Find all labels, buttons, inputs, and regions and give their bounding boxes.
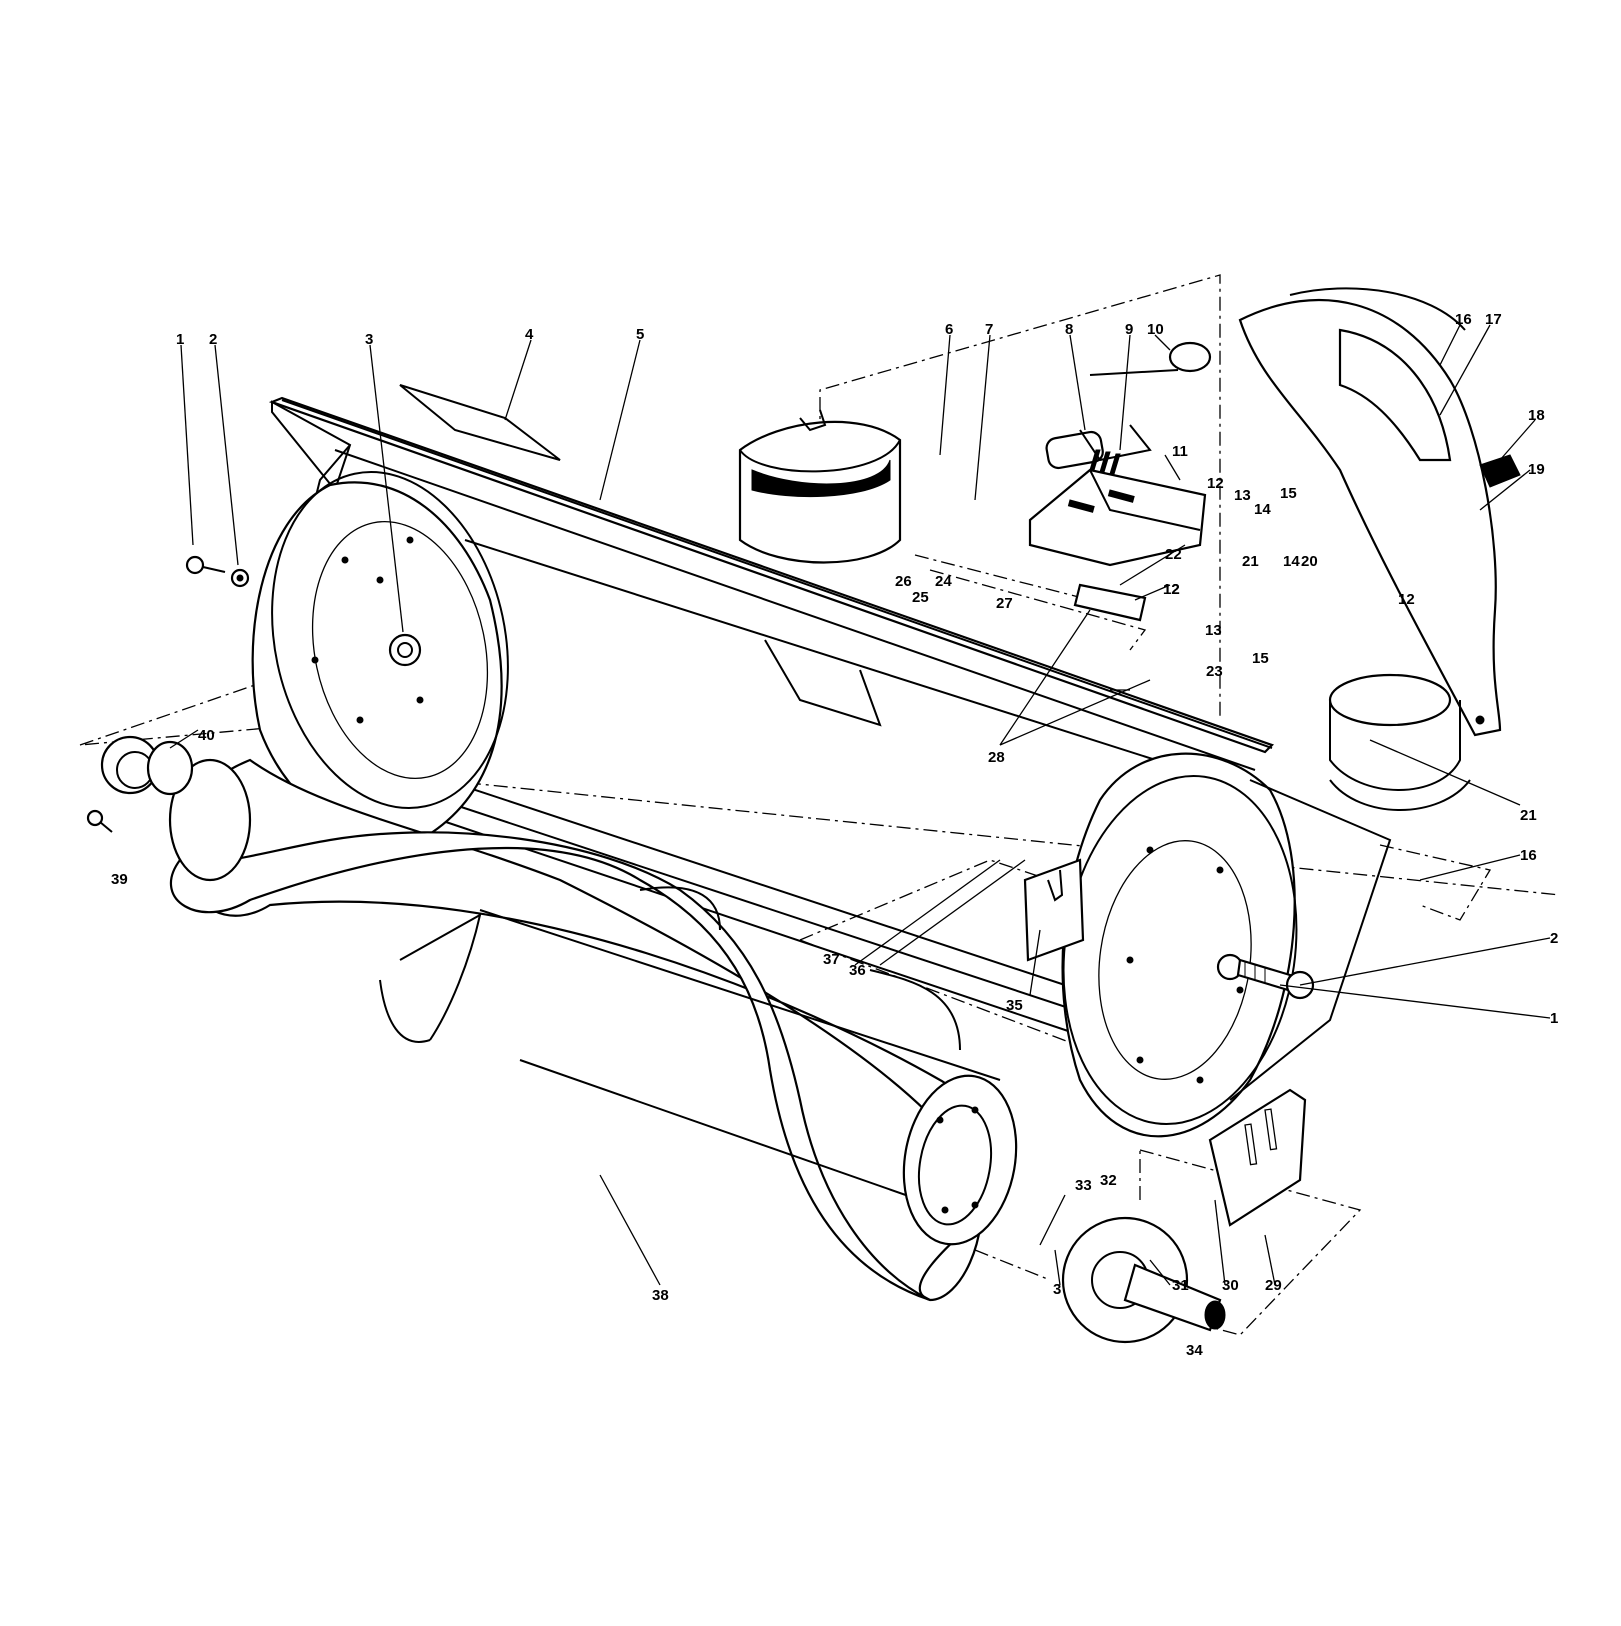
chute-base-tube <box>738 409 902 564</box>
label-part-26: 26 <box>895 573 912 590</box>
leader-lines <box>169 324 1551 1286</box>
label-part-37: 37 <box>823 951 840 968</box>
decal-18 <box>1479 454 1521 488</box>
label-part-15-mid: 15 <box>1252 650 1269 667</box>
discharge-chute <box>1238 287 1502 811</box>
label-part-40: 40 <box>198 727 215 744</box>
label-part-15-chute-top: 15 <box>1280 485 1297 502</box>
label-part-24: 24 <box>935 573 952 590</box>
auger-housing <box>268 396 1275 1036</box>
left-side-plate <box>251 471 509 843</box>
label-part-11: 11 <box>1172 443 1188 460</box>
label-part-3-left: 3 <box>365 331 373 348</box>
label-part-1-right: 1 <box>1550 1010 1558 1027</box>
label-part-38: 38 <box>652 1287 669 1304</box>
label-part-2-left: 2 <box>209 331 217 348</box>
left-hardware <box>86 555 422 833</box>
label-part-23: 23 <box>1206 663 1223 680</box>
plate-4 <box>399 384 561 461</box>
label-part-17: 17 <box>1485 311 1502 328</box>
callout-labels: 1 2 3 4 5 6 7 8 9 10 11 12 13 14 15 16 1… <box>111 311 1558 1359</box>
label-part-14-chute-top: 14 <box>1254 501 1271 518</box>
label-part-3-right: 3 <box>1053 1281 1061 1298</box>
drive-sprocket <box>1061 1216 1226 1344</box>
label-part-28: 28 <box>988 749 1005 766</box>
label-part-8: 8 <box>1065 321 1073 338</box>
label-part-22: 22 <box>1165 546 1182 563</box>
label-part-36: 36 <box>849 962 866 979</box>
label-part-2-right: 2 <box>1550 930 1558 947</box>
label-part-9: 9 <box>1125 321 1133 338</box>
label-part-10: 10 <box>1147 321 1164 338</box>
label-part-25: 25 <box>912 589 929 606</box>
label-part-1-left: 1 <box>176 331 184 348</box>
crank-bracket <box>1028 468 1207 622</box>
label-part-39: 39 <box>111 871 128 888</box>
label-part-21-low: 21 <box>1520 807 1537 824</box>
label-part-7: 7 <box>985 321 993 338</box>
label-part-32: 32 <box>1100 1172 1117 1189</box>
label-part-29: 29 <box>1265 1277 1282 1294</box>
label-part-12-chute-top: 12 <box>1207 475 1224 492</box>
label-part-19: 19 <box>1528 461 1545 478</box>
label-part-14-mid: 14 <box>1283 553 1300 570</box>
label-part-27: 27 <box>996 595 1013 612</box>
label-part-34: 34 <box>1186 1342 1203 1359</box>
label-part-31: 31 <box>1172 1277 1189 1294</box>
label-part-35: 35 <box>1006 997 1023 1014</box>
label-part-16-low: 16 <box>1520 847 1537 864</box>
skid-shoe <box>1208 1088 1307 1227</box>
label-part-30: 30 <box>1222 1277 1239 1294</box>
label-part-4: 4 <box>525 326 534 343</box>
label-part-5: 5 <box>636 326 644 343</box>
label-part-18: 18 <box>1528 407 1545 424</box>
label-part-6: 6 <box>945 321 953 338</box>
label-part-13-chute-top: 13 <box>1234 487 1251 504</box>
label-part-12-bracket: 12 <box>1163 581 1180 598</box>
crank-worm <box>1045 341 1212 475</box>
label-part-12-low: 12 <box>1163 581 1180 598</box>
label-part-16-top: 16 <box>1455 311 1472 328</box>
label-part-13-low: 13 <box>1205 622 1222 639</box>
right-side-plate <box>1061 752 1392 1138</box>
label-part-12-mid: 12 <box>1398 591 1415 608</box>
right-hardware <box>1216 953 1315 1000</box>
label-part-21-top: 21 <box>1242 553 1259 570</box>
label-part-33: 33 <box>1075 1177 1092 1194</box>
auger-assembly <box>168 758 1018 1302</box>
label-part-20: 20 <box>1301 553 1318 570</box>
